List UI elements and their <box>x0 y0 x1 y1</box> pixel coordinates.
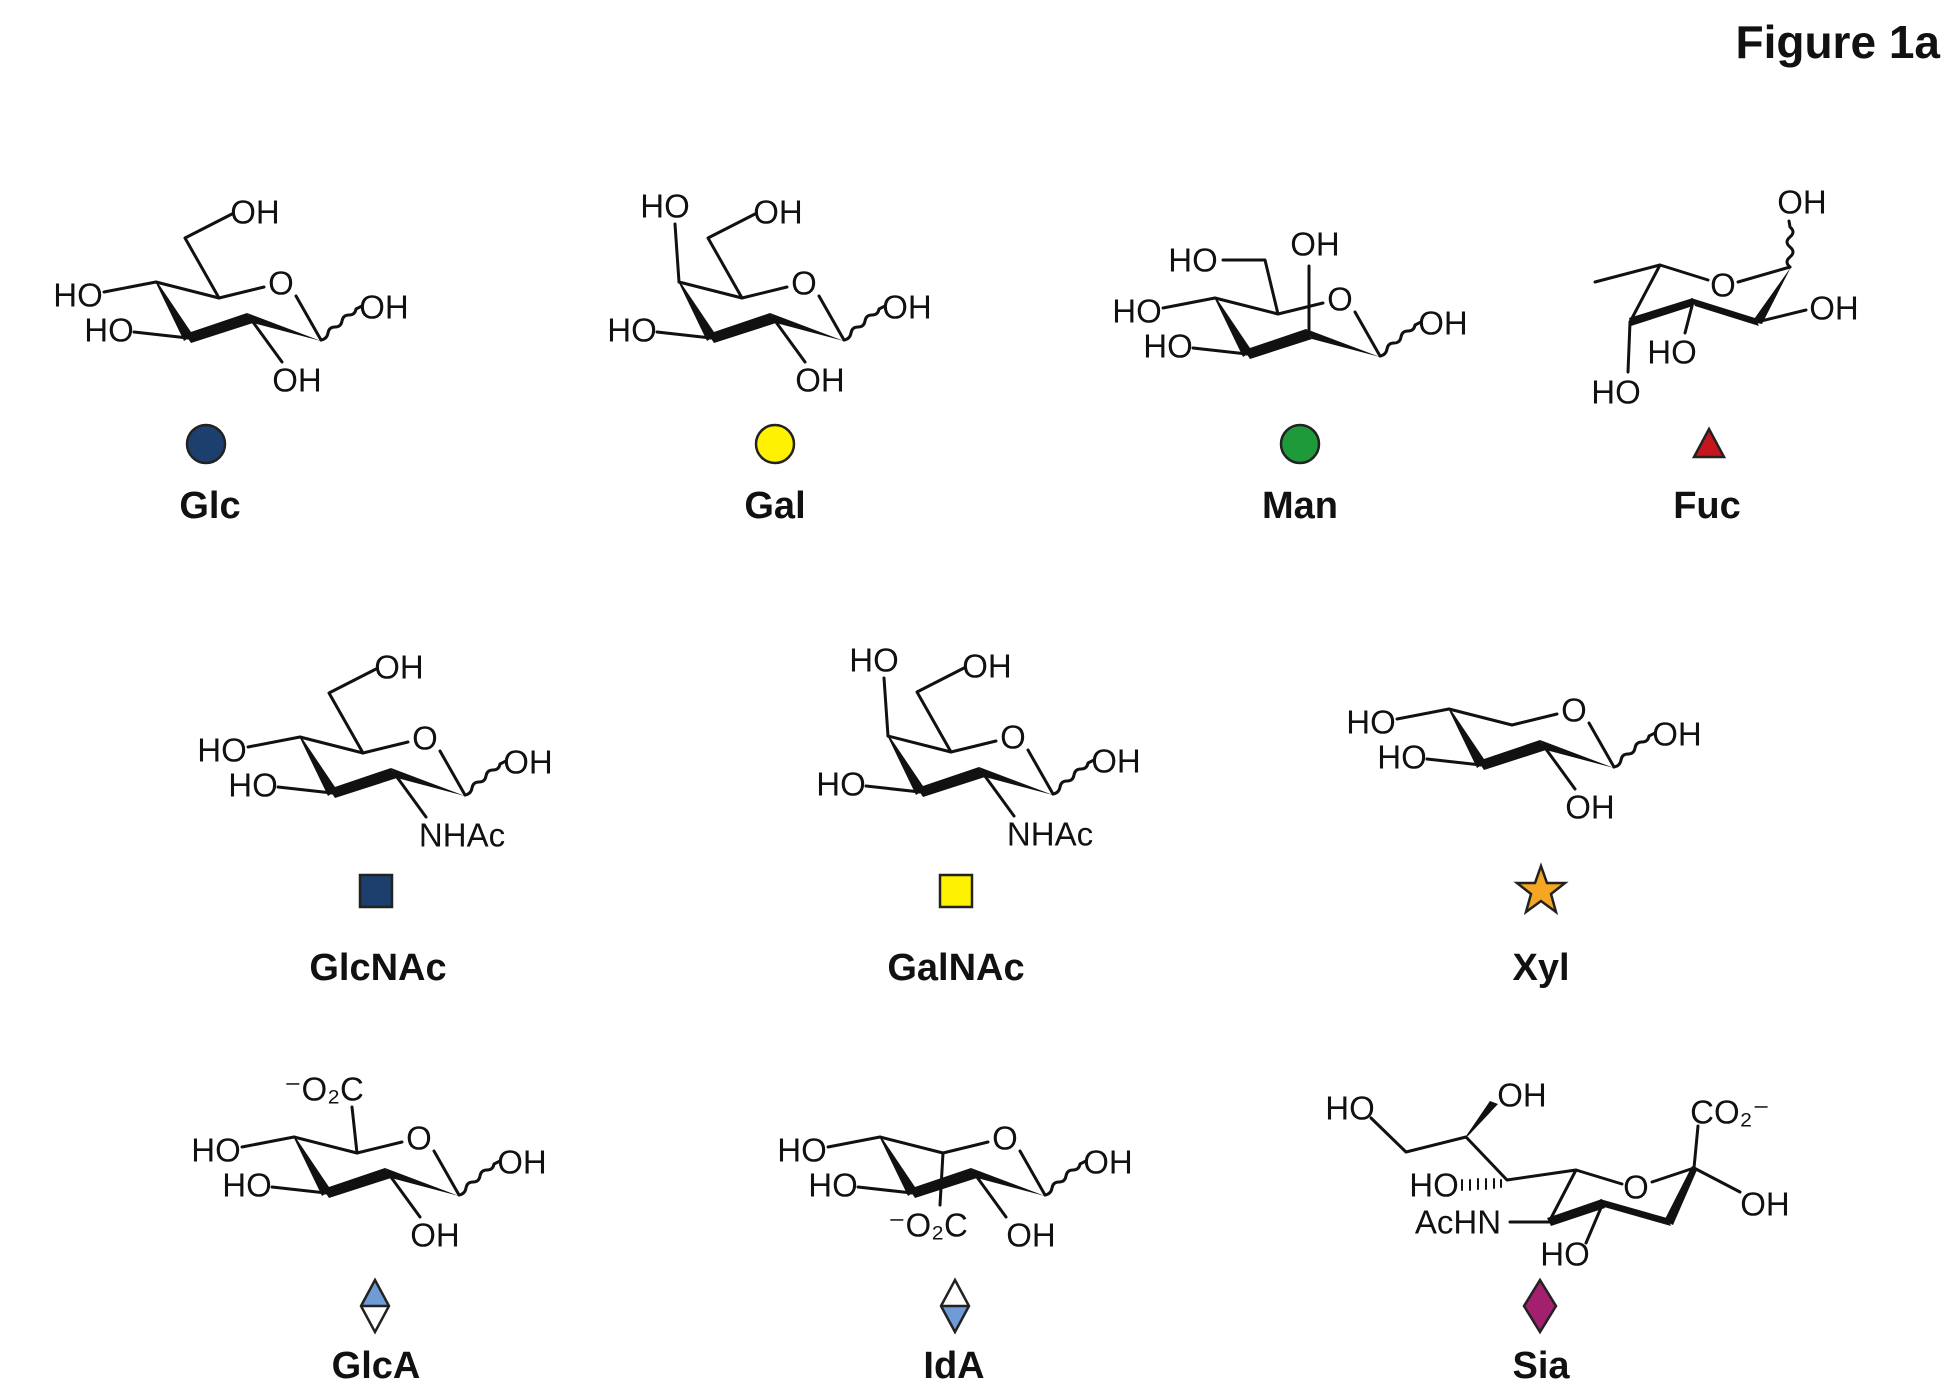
substituent: CO₂⁻ <box>1690 1094 1770 1131</box>
fuc-symbol-triangle-icon <box>1691 426 1727 459</box>
ring-oxygen: O <box>1623 1169 1649 1206</box>
substituent: HO <box>1143 328 1193 365</box>
sia-structure: O HO OH HO AcHN HO CO₂⁻ OH <box>1325 1077 1790 1273</box>
ring-oxygen: O <box>412 720 438 757</box>
substituent: OH <box>882 289 932 326</box>
glca-label: GlcA <box>332 1345 421 1387</box>
substituent: OH <box>1290 226 1340 263</box>
substituent: HO <box>197 732 247 769</box>
ring-oxygen: O <box>1710 267 1736 304</box>
ida-symbol-divided-diamond-icon <box>939 1277 971 1335</box>
gal-symbol-circle-icon <box>754 423 796 465</box>
substituent: HO <box>607 312 657 349</box>
man-label: Man <box>1262 485 1338 527</box>
substituent: OH <box>1652 716 1702 753</box>
ring-oxygen: O <box>406 1120 432 1157</box>
glc-symbol-circle-icon <box>185 423 227 465</box>
ring-oxygen: O <box>992 1120 1018 1157</box>
glc-structure: O OH HO HO OH OH <box>53 194 409 399</box>
substituent: OH <box>962 648 1012 685</box>
substituent: HO <box>1112 293 1162 330</box>
substituent: HO <box>849 642 899 679</box>
substituent: OH <box>795 362 845 399</box>
substituent: OH <box>1418 305 1468 342</box>
substituent: HO <box>640 188 690 225</box>
substituent: HO <box>816 766 866 803</box>
galnac-symbol-square-icon <box>938 873 974 909</box>
substituent: OH <box>1091 743 1141 780</box>
substituent: OH <box>1740 1186 1790 1223</box>
glcnac-symbol-square-icon <box>358 873 394 909</box>
xyl-symbol-star-icon <box>1513 862 1569 916</box>
fuc-structure: O OH OH HO HO <box>1591 184 1859 411</box>
substituent: AcHN <box>1415 1204 1501 1241</box>
substituent: HO <box>808 1167 858 1204</box>
substituent: OH <box>497 1144 547 1181</box>
man-structure: O HO OH HO HO OH <box>1112 226 1468 365</box>
galnac-structure: O HO OH HO NHAc OH <box>816 642 1141 853</box>
substituent: OH <box>1497 1077 1547 1114</box>
substituent: HO <box>1377 739 1427 776</box>
substituent: ⁻O₂C <box>284 1071 364 1108</box>
substituent: OH <box>272 362 322 399</box>
ring-oxygen: O <box>268 265 294 302</box>
substituent: OH <box>1809 290 1859 327</box>
substituent: OH <box>1006 1217 1056 1254</box>
substituent: OH <box>1565 789 1615 826</box>
substituent: HO <box>1325 1090 1375 1127</box>
substituent: HO <box>84 312 134 349</box>
substituent: HO <box>228 767 278 804</box>
ring-oxygen: O <box>1000 719 1026 756</box>
ring-oxygen: O <box>1327 281 1353 318</box>
ida-label: IdA <box>923 1345 984 1387</box>
substituent: OH <box>359 289 409 326</box>
ring-oxygen: O <box>791 265 817 302</box>
man-symbol-circle-icon <box>1279 423 1321 465</box>
substituent: HO <box>191 1132 241 1169</box>
substituent: HO <box>1647 334 1697 371</box>
figure-label: Figure 1a <box>1735 16 1940 68</box>
substituent: HO <box>1168 242 1218 279</box>
sia-label: Sia <box>1512 1345 1570 1387</box>
xyl-label: Xyl <box>1512 947 1569 989</box>
substituent: OH <box>1777 184 1827 221</box>
gal-label: Gal <box>744 485 805 527</box>
glc-label: Glc <box>179 485 240 527</box>
substituent: OH <box>503 744 553 781</box>
substituent: NHAc <box>419 817 505 854</box>
substituent: HO <box>1591 374 1641 411</box>
glcnac-label: GlcNAc <box>309 947 446 989</box>
substituent: HO <box>1540 1236 1590 1273</box>
xyl-structure: O HO HO OH OH <box>1346 692 1702 826</box>
glca-symbol-divided-diamond-icon <box>359 1277 391 1335</box>
substituent: OH <box>410 1217 460 1254</box>
substituent: HO <box>1346 704 1396 741</box>
substituent: OH <box>230 194 280 231</box>
sia-symbol-diamond-icon <box>1522 1277 1558 1335</box>
ring-oxygen: O <box>1561 692 1587 729</box>
substituent: HO <box>53 277 103 314</box>
glcnac-structure: O OH HO HO NHAc OH <box>197 649 553 854</box>
substituent: OH <box>753 194 803 231</box>
substituent: NHAc <box>1007 816 1093 853</box>
fuc-label: Fuc <box>1673 485 1741 527</box>
galnac-label: GalNAc <box>887 947 1024 989</box>
substituent: OH <box>374 649 424 686</box>
substituent: HO <box>1409 1167 1459 1204</box>
substituent: OH <box>1083 1144 1133 1181</box>
gal-structure: O HO OH HO OH OH <box>607 188 932 399</box>
substituent: HO <box>777 1132 827 1169</box>
glca-structure: O ⁻O₂C HO HO OH OH <box>191 1071 547 1254</box>
substituent: HO <box>222 1167 272 1204</box>
ida-structure: O ⁻O₂C HO HO OH OH <box>777 1120 1133 1254</box>
substituent: ⁻O₂C <box>888 1207 968 1244</box>
